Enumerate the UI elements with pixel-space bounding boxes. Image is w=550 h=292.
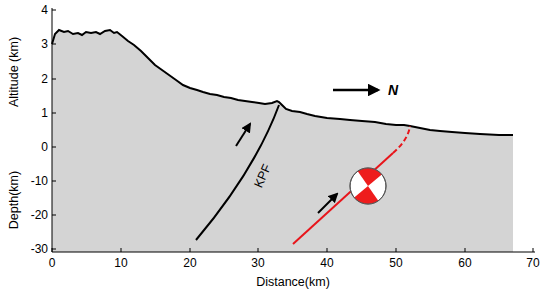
tick-label: -20 [31, 209, 48, 221]
terrain-surface [52, 30, 513, 135]
tick-label: 4 [41, 4, 48, 16]
kpf-fault [196, 105, 279, 240]
axis-title: Distance(km) [256, 276, 330, 289]
tick-label: 50 [389, 257, 402, 269]
direction-label: N [388, 83, 398, 97]
axis-title: Depth(km) [8, 171, 21, 229]
tick-label: 2 [41, 73, 48, 85]
tick-label: 0 [41, 141, 48, 153]
tick-label: 40 [320, 257, 333, 269]
tick-label: 10 [114, 257, 127, 269]
fault-name: KPF [252, 162, 273, 189]
rupture-fault-inferred [393, 126, 410, 153]
tick-label: 30 [251, 257, 264, 269]
tick-label: 1 [41, 107, 48, 119]
tick-label: 70 [526, 257, 539, 269]
axes [52, 8, 535, 252]
slip-arrow [236, 124, 250, 146]
tick-label: -30 [31, 243, 48, 255]
rupture-fault [293, 153, 393, 244]
tick-label: 20 [183, 257, 196, 269]
tick-label: 60 [458, 257, 471, 269]
focal-mechanism [350, 168, 386, 204]
north-arrow [333, 89, 378, 92]
slip-arrow [318, 194, 337, 213]
axis-title: Altitude (km) [8, 37, 21, 107]
tick-label: -10 [31, 175, 48, 187]
terrain-fill [52, 30, 513, 252]
tick-label: 0 [49, 257, 56, 269]
tick-label: 3 [41, 38, 48, 50]
